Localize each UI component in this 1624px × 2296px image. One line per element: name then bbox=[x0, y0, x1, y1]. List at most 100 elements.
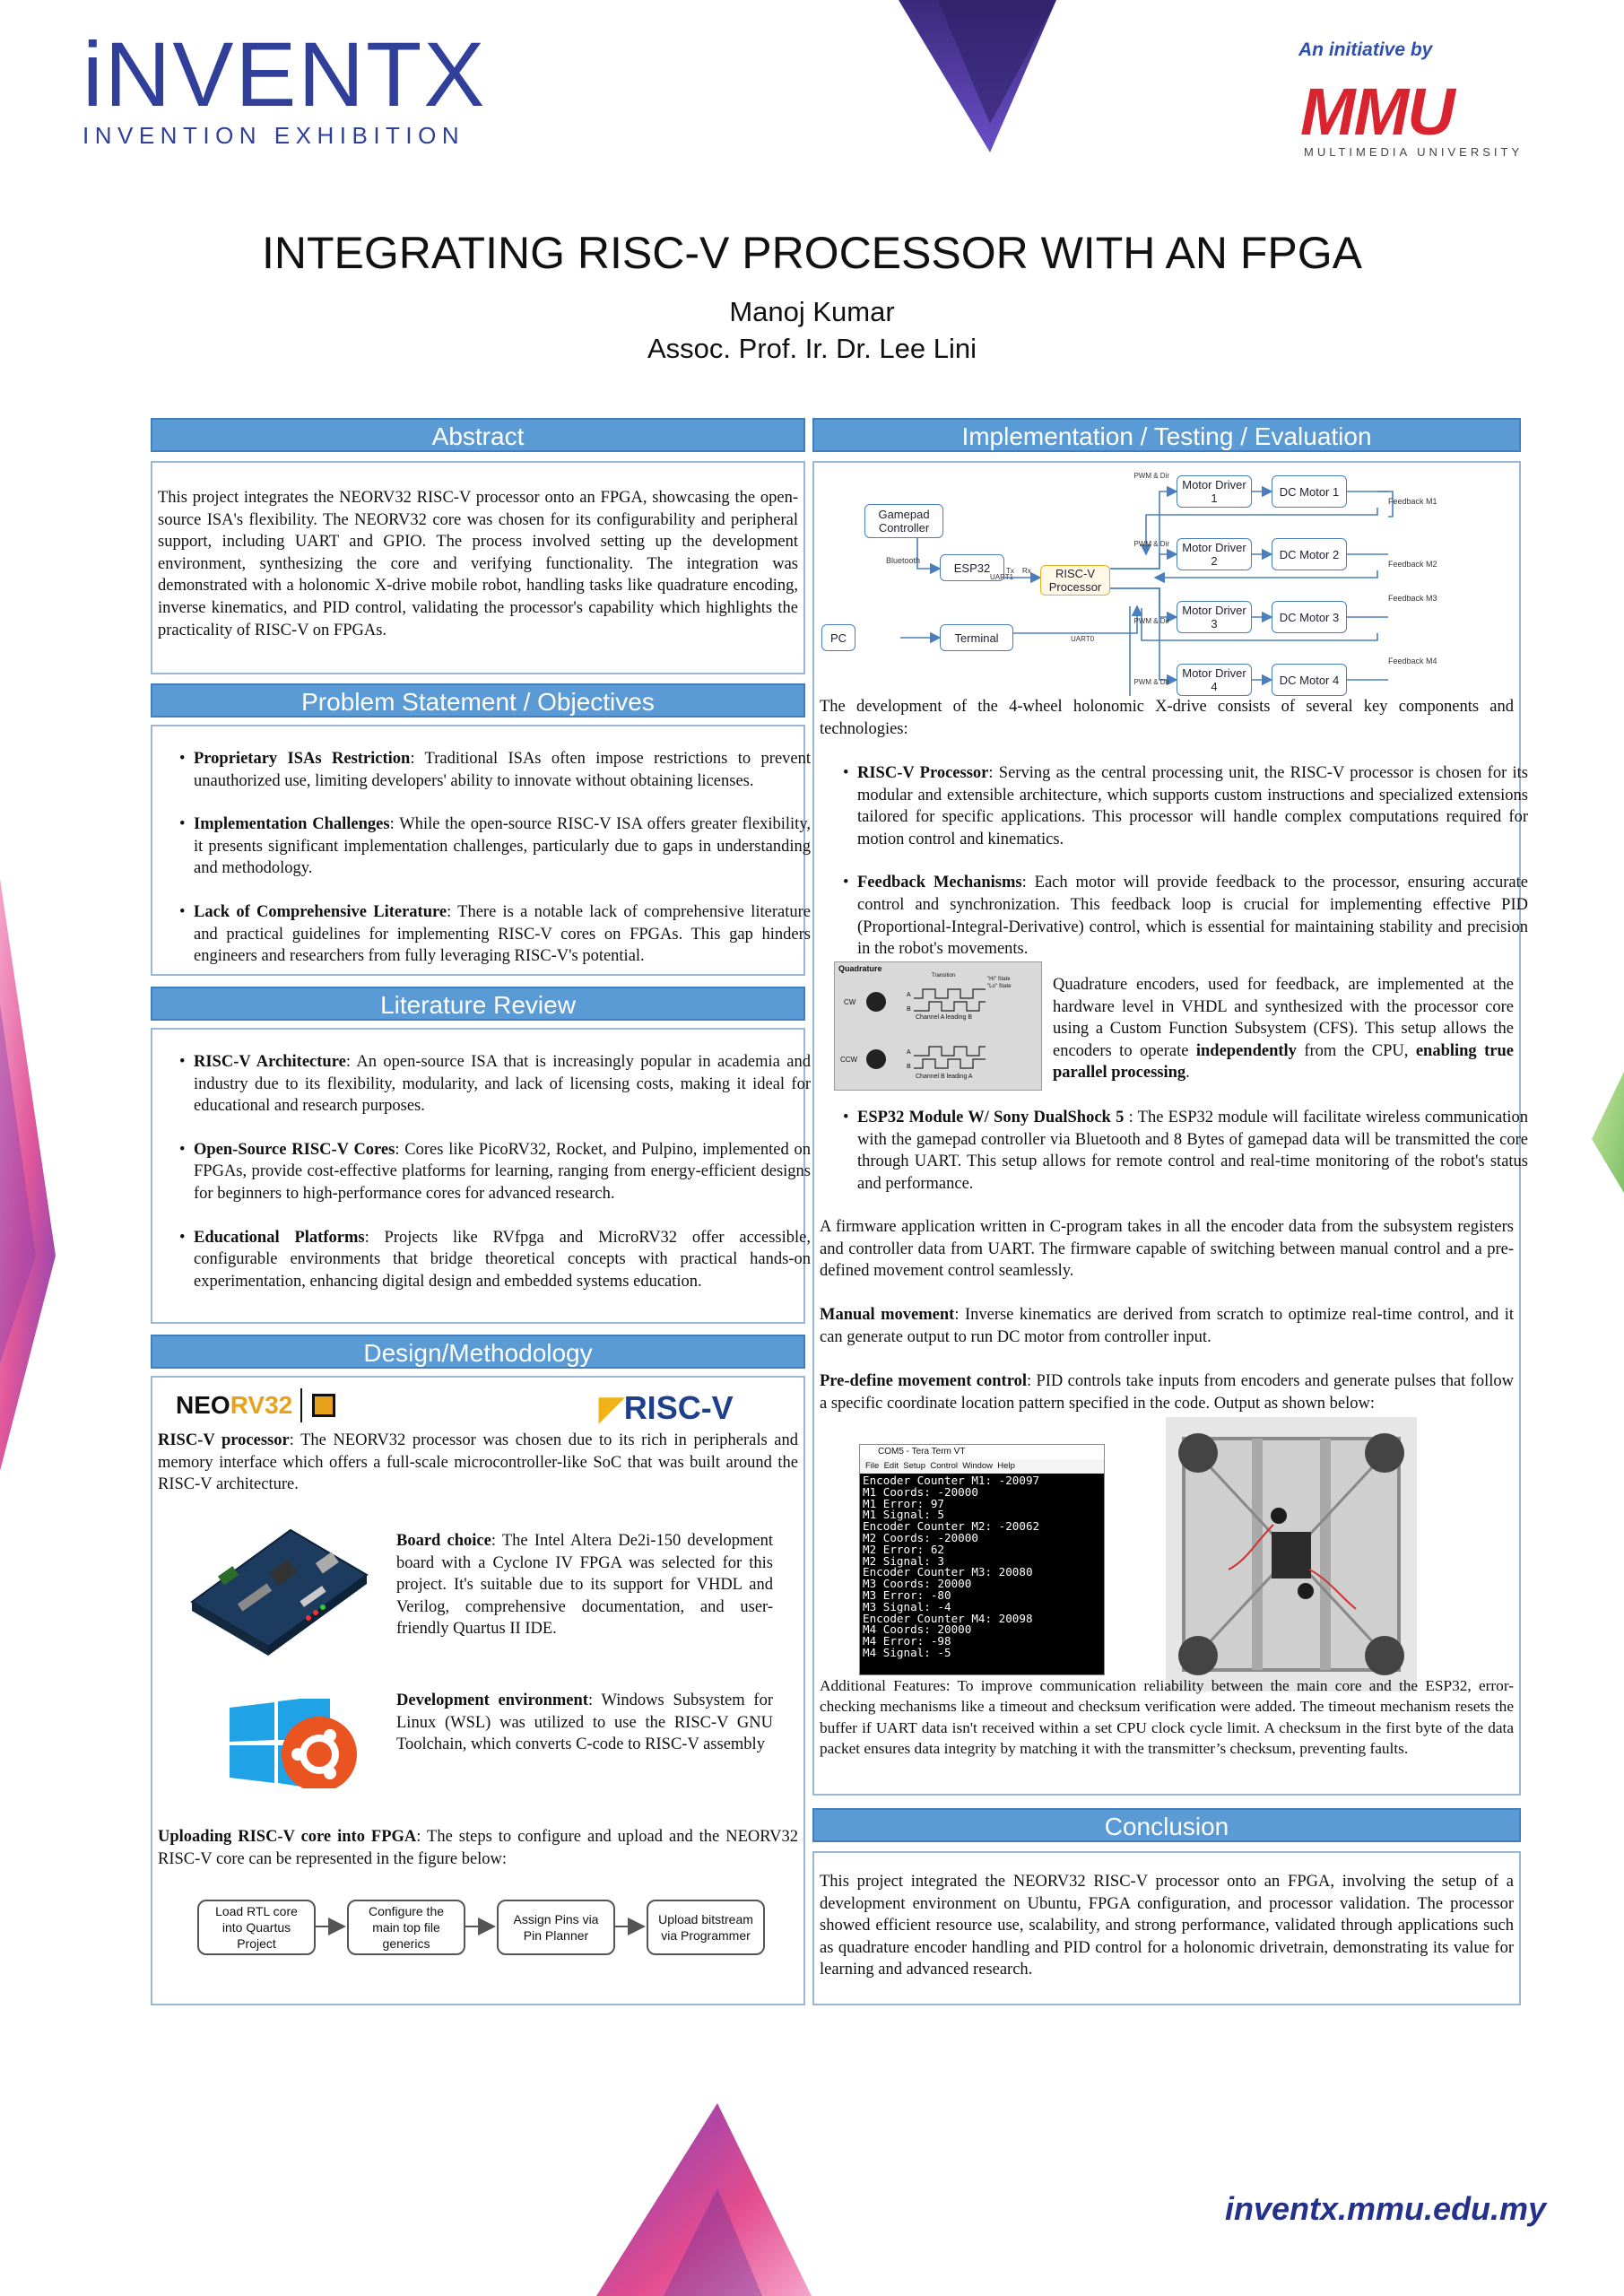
firmware-text: A firmware application written in C-prog… bbox=[820, 1218, 1514, 1281]
diagram-motor-driver-3: Motor Driver 3 bbox=[1177, 601, 1252, 633]
diagram-terminal: Terminal bbox=[940, 624, 1013, 651]
inventx-logo-word: iNVENTX bbox=[83, 23, 487, 126]
diagram-bluetooth-label: Bluetooth bbox=[886, 556, 921, 565]
terminal-line: M2 Error: 62 bbox=[863, 1542, 944, 1556]
list-item: Educational Platforms: Projects like RVf… bbox=[179, 1227, 811, 1293]
terminal-window: COM5 - Tera Term VT File Edit Setup Cont… bbox=[859, 1444, 1105, 1675]
literature-section: RISC-V Architecture: An open-source ISA … bbox=[151, 1028, 811, 1324]
board-choice-text: Board choice: The Intel Altera De2i-150 … bbox=[396, 1532, 773, 1639]
diagram-feedback-m4: Feedback M4 bbox=[1388, 657, 1437, 665]
conclusion-heading: Conclusion bbox=[812, 1808, 1521, 1842]
initiative-label: An initiative by bbox=[1298, 39, 1433, 60]
diagram-dc-motor-2: DC Motor 2 bbox=[1272, 538, 1347, 570]
quad-a-letter-1: A bbox=[907, 992, 911, 998]
mmu-logo-word: MMU bbox=[1300, 74, 1455, 149]
upload-flow-arrows bbox=[316, 1918, 646, 1935]
quadrature-figure-title: Quadrature bbox=[838, 964, 882, 973]
design-section: NEORV32 ◤RISC-V RISC-V processor: The NE… bbox=[151, 1376, 805, 2005]
terminal-line: M4 Signal: -5 bbox=[863, 1645, 951, 1659]
system-block-diagram bbox=[900, 485, 1394, 696]
flow-step-upload-bitstream: Upload bitstream via Programmer bbox=[647, 1900, 765, 1955]
diagram-gamepad: Gamepad Controller bbox=[864, 504, 943, 538]
additional-features-text: Additional Features: To improve communic… bbox=[820, 1677, 1514, 1758]
quadrature-ccw-label: CCW bbox=[840, 1056, 858, 1064]
terminal-line: M2 Signal: 3 bbox=[863, 1553, 944, 1568]
conclusion-text: This project integrated the NEORV32 RISC… bbox=[820, 1873, 1514, 1979]
riscv-processor-text: RISC-V processor: The NEORV32 processor … bbox=[158, 1431, 799, 1494]
diagram-riscv: RISC-V Processor bbox=[1040, 565, 1110, 596]
dev-environment-text: Development environment: Windows Subsyst… bbox=[396, 1692, 773, 1754]
diagram-pwm-label-4: PWM & Dir bbox=[1133, 678, 1169, 686]
diagram-pc: PC bbox=[821, 624, 855, 651]
implementation-heading: Implementation / Testing / Evaluation bbox=[812, 418, 1521, 452]
diagram-feedback-m3: Feedback M3 bbox=[1388, 594, 1437, 603]
diagram-motor-driver-1: Motor Driver 1 bbox=[1177, 475, 1252, 508]
windows-ubuntu-icon bbox=[230, 1699, 357, 1788]
list-item: ESP32 Module W/ Sony DualShock 5 : The E… bbox=[843, 1107, 1528, 1195]
quadrature-cw-label: CW bbox=[844, 998, 856, 1006]
terminal-line: M4 Coords: 20000 bbox=[863, 1622, 972, 1637]
quadrature-lo-label: "Lo" State bbox=[987, 984, 1012, 989]
quadrature-waveforms: A B A B bbox=[866, 988, 986, 1070]
list-item: RISC-V Architecture: An open-source ISA … bbox=[179, 1051, 811, 1118]
diagram-uart0-label: UART0 bbox=[1071, 635, 1095, 643]
upload-core-text: Uploading RISC-V core into FPGA: The ste… bbox=[158, 1828, 798, 1868]
riscv-logo: ◤RISC-V bbox=[599, 1389, 734, 1426]
design-heading: Design/Methodology bbox=[151, 1335, 805, 1369]
abstract-heading: Abstract bbox=[151, 418, 805, 452]
quadrature-hi-label: "Hi" State bbox=[987, 977, 1011, 982]
flow-step-assign-pins: Assign Pins via Pin Planner bbox=[497, 1900, 615, 1955]
terminal-line: M1 Signal: 5 bbox=[863, 1508, 944, 1522]
terminal-line: M3 Coords: 20000 bbox=[863, 1577, 972, 1591]
diagram-feedback-m2: Feedback M2 bbox=[1388, 560, 1437, 569]
diagram-feedback-m1: Feedback M1 bbox=[1388, 497, 1437, 506]
terminal-line: M3 Signal: -4 bbox=[863, 1599, 951, 1613]
flow-step-load-rtl: Load RTL core into Quartus Project bbox=[197, 1900, 316, 1955]
diagram-pwm-label-3: PWM & Dir bbox=[1133, 617, 1169, 625]
footer-url-link[interactable]: inventx.mmu.edu.my bbox=[1225, 2190, 1547, 2227]
impl-list: RISC-V Processor: Serving as the central… bbox=[838, 762, 1528, 982]
diagram-pwm-label-1: PWM & Dir bbox=[1133, 472, 1169, 480]
inventx-logo-subtitle: INVENTION EXHIBITION bbox=[83, 122, 465, 149]
terminal-title-bar: COM5 - Tera Term VT bbox=[860, 1445, 1104, 1459]
quadrature-transition-label: Transition bbox=[932, 973, 956, 978]
problem-section: Proprietary ISAs Restriction: Traditiona… bbox=[151, 725, 811, 976]
diagram-uart1-label: UART1 bbox=[990, 573, 1014, 581]
impl-intro-text: The development of the 4-wheel holonomic… bbox=[820, 698, 1514, 738]
list-item: Feedback Mechanisms: Each motor will pro… bbox=[843, 872, 1528, 960]
esp-list: ESP32 Module W/ Sony DualShock 5 : The E… bbox=[838, 1107, 1528, 1216]
literature-list: RISC-V Architecture: An open-source ISA … bbox=[174, 1051, 811, 1314]
mmu-logo-subtitle: MULTIMEDIA UNIVERSITY bbox=[1304, 145, 1524, 159]
predefine-movement-text: Pre-define movement control: PID control… bbox=[820, 1372, 1514, 1413]
fpga-board-image bbox=[190, 1528, 369, 1656]
diagram-pwm-label-2: PWM & Dir bbox=[1133, 540, 1169, 548]
terminal-line: Encoder Counter M2: -20062 bbox=[863, 1519, 1040, 1534]
diagram-motor-driver-2: Motor Driver 2 bbox=[1177, 538, 1252, 570]
list-item: Implementation Challenges: While the ope… bbox=[179, 813, 811, 880]
quadrature-channel-b-label: Channel B leading A bbox=[916, 1074, 973, 1080]
abstract-text: This project integrates the NEORV32 RISC… bbox=[158, 489, 798, 639]
author-2: Assoc. Prof. Ir. Dr. Lee Lini bbox=[647, 333, 977, 364]
quadrature-text: Quadrature encoders, used for feedback, … bbox=[1053, 976, 1514, 1083]
quad-b-letter-2: B bbox=[907, 1064, 911, 1070]
list-item: Proprietary ISAs Restriction: Traditiona… bbox=[179, 748, 811, 792]
terminal-line: M4 Error: -98 bbox=[863, 1634, 951, 1648]
diagram-rx-label: Rx bbox=[1022, 567, 1031, 575]
implementation-section: ESP32 Gamepad Controller Bluetooth RISC-… bbox=[812, 461, 1528, 1796]
diagram-dc-motor-4: DC Motor 4 bbox=[1272, 664, 1347, 696]
terminal-menu-bar: File Edit Setup Control Window Help bbox=[860, 1459, 1104, 1473]
chip-icon bbox=[312, 1394, 335, 1417]
author-1: Manoj Kumar bbox=[729, 296, 895, 327]
terminal-line: Encoder Counter M1: -20097 bbox=[863, 1474, 1040, 1487]
quadrature-figure: Quadrature CW CCW Channel A leading B Ch… bbox=[834, 961, 1042, 1091]
diagram-esp32: ESP32 bbox=[940, 554, 1004, 581]
manual-movement-text: Manual movement: Inverse kinematics are … bbox=[820, 1306, 1514, 1346]
quad-b-letter-1: B bbox=[907, 1006, 911, 1013]
diagram-motor-driver-4: Motor Driver 4 bbox=[1177, 664, 1252, 696]
diagram-tx-label: Tx bbox=[1006, 567, 1014, 575]
poster-title: INTEGRATING RISC-V PROCESSOR WITH AN FPG… bbox=[262, 228, 1362, 278]
diagram-dc-motor-3: DC Motor 3 bbox=[1272, 601, 1347, 633]
terminal-line: M1 Coords: -20000 bbox=[863, 1484, 978, 1499]
robot-photo bbox=[1166, 1417, 1417, 1692]
